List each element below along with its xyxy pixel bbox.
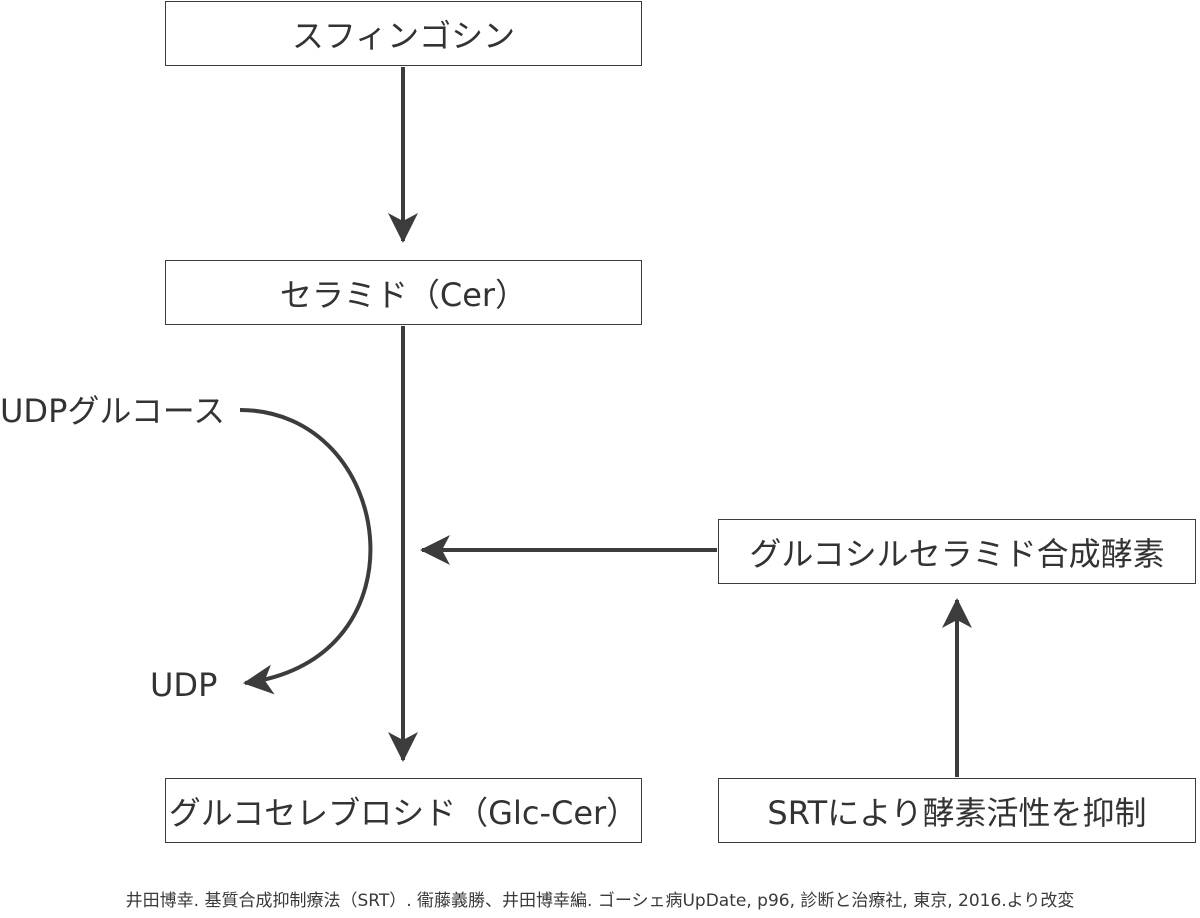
citation-footer: 井田博幸. 基質合成抑制療法（SRT）. 衞藤義勝、井田博幸編. ゴーシェ病Up… <box>125 891 1075 911</box>
node-enzyme: グルコシルセラミド合成酵素 <box>718 519 1196 584</box>
node-sphingosine: スフィンゴシン <box>165 1 642 66</box>
node-ceramide-label: セラミド（Cer） <box>279 275 528 314</box>
node-srt-inhibition: SRTにより酵素活性を抑制 <box>718 778 1196 843</box>
arrow-udp-glucose-to-udp <box>239 408 373 695</box>
node-enzyme-label: グルコシルセラミド合成酵素 <box>749 534 1165 573</box>
node-glucocerebroside-label: グルコセレブロシド（Glc-Cer） <box>168 793 639 832</box>
node-ceramide: セラミド（Cer） <box>165 260 642 325</box>
node-glucocerebroside: グルコセレブロシド（Glc-Cer） <box>165 778 642 843</box>
node-srt-inhibition-label: SRTにより酵素活性を抑制 <box>767 793 1147 832</box>
label-udp-glucose: UDPグルコース <box>0 392 226 430</box>
label-udp: UDP <box>150 666 218 704</box>
node-sphingosine-label: スフィンゴシン <box>291 16 516 55</box>
